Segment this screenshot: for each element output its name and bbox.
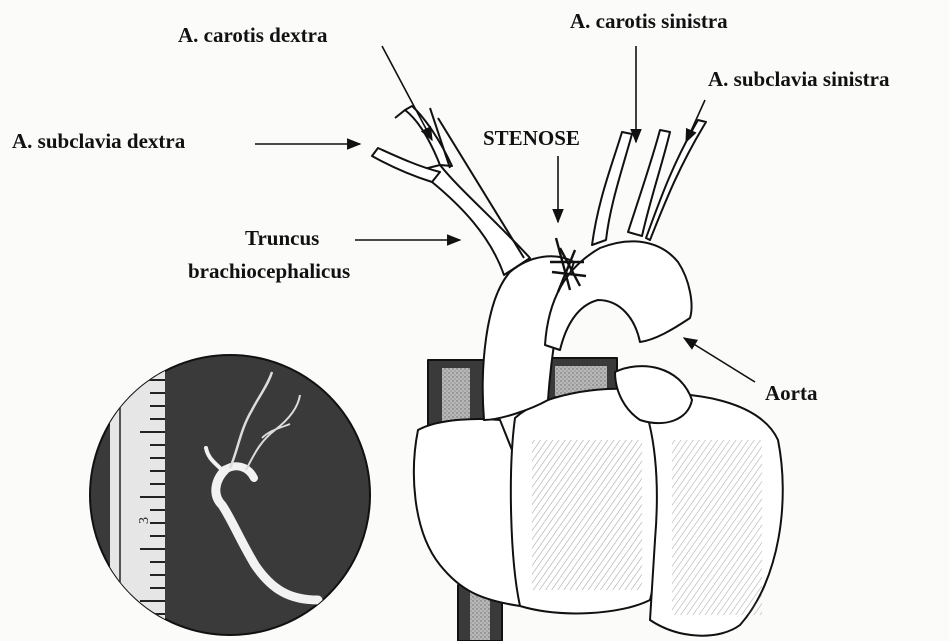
angiogram-inset: 3 <box>90 355 370 641</box>
subclavia-sinistra-vessel <box>628 130 670 236</box>
label-stenose: STENOSE <box>483 126 580 150</box>
label-aorta: Aorta <box>765 381 818 405</box>
arrow-aorta <box>684 338 755 382</box>
heart-illustration <box>372 106 783 641</box>
subclavia-dextra-vessel <box>372 148 440 182</box>
aortic-arch <box>545 241 692 350</box>
ruler-scale-mark: 3 <box>137 517 152 524</box>
label-carotis-sinistra: A. carotis sinistra <box>570 9 728 33</box>
label-truncus-line2: brachiocephalicus <box>188 259 350 283</box>
labels: A. carotis dextra A. carotis sinistra A.… <box>12 9 890 405</box>
label-subclavia-dextra: A. subclavia dextra <box>12 129 186 153</box>
label-subclavia-sinistra: A. subclavia sinistra <box>708 67 890 91</box>
label-carotis-dextra: A. carotis dextra <box>178 23 328 47</box>
arrow-carotis-dextra <box>382 46 432 140</box>
truncus-brachiocephalicus-vessel <box>420 165 530 275</box>
carotis-sinistra-vessel <box>592 132 632 245</box>
carotis-dextra-vessel <box>405 106 452 166</box>
label-truncus-line1: Truncus <box>245 226 319 250</box>
